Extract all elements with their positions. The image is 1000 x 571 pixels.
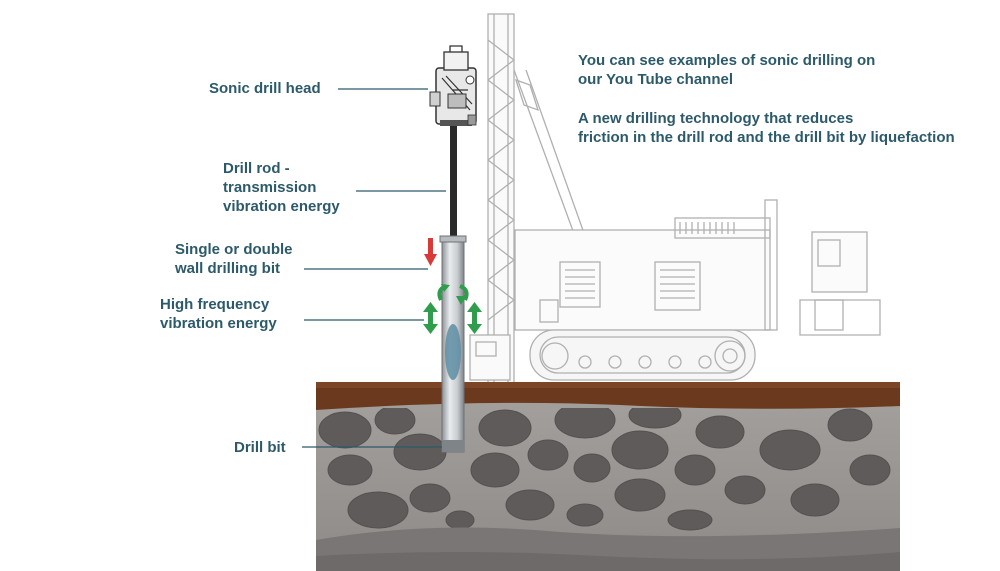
label-line: wall drilling bit bbox=[175, 259, 293, 278]
label-line: High frequency bbox=[160, 295, 277, 314]
info-line: A new drilling technology that reduces bbox=[578, 109, 955, 128]
label-drill-bit: Drill bit bbox=[234, 438, 286, 457]
double-arrow-icon bbox=[423, 302, 438, 334]
label-line: Sonic drill head bbox=[209, 79, 321, 98]
info-youtube: You can see examples of sonic drilling o… bbox=[578, 51, 875, 89]
label-drilling-bit: Single or double wall drilling bit bbox=[175, 240, 293, 278]
label-line: Drill rod - bbox=[223, 159, 340, 178]
ground-section bbox=[316, 382, 900, 571]
info-technology: A new drilling technology that reduces f… bbox=[578, 109, 955, 147]
label-sonic-drill-head: Sonic drill head bbox=[209, 79, 321, 98]
label-drill-rod: Drill rod - transmission vibration energ… bbox=[223, 159, 340, 216]
double-arrow-icon bbox=[467, 302, 482, 334]
sonic-drill-head bbox=[430, 46, 476, 126]
label-line: Single or double bbox=[175, 240, 293, 259]
label-line: vibration energy bbox=[223, 197, 340, 216]
label-line: transmission bbox=[223, 178, 340, 197]
label-line: vibration energy bbox=[160, 314, 277, 333]
down-arrow-icon bbox=[424, 238, 437, 266]
info-line: friction in the drill rod and the drill … bbox=[578, 128, 955, 147]
label-vibration-energy: High frequency vibration energy bbox=[160, 295, 277, 333]
info-line: You can see examples of sonic drilling o… bbox=[578, 51, 875, 70]
label-line: Drill bit bbox=[234, 438, 286, 457]
info-line: our You Tube channel bbox=[578, 70, 875, 89]
